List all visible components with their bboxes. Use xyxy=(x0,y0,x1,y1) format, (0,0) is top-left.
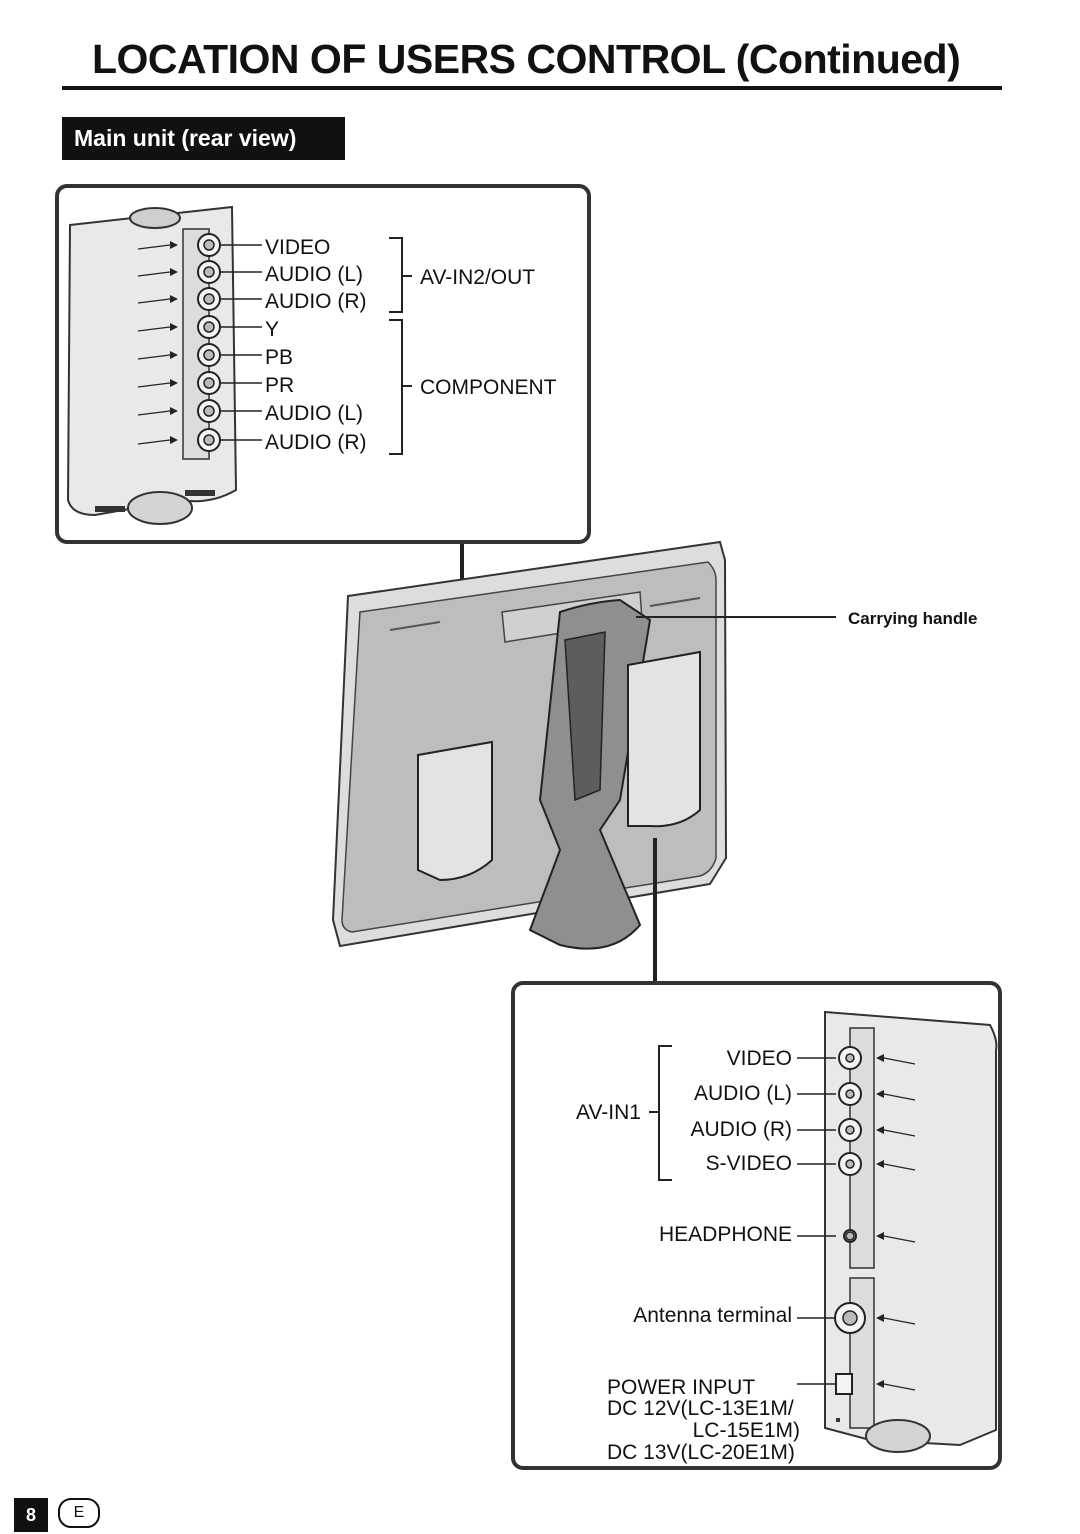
tv-rear-body xyxy=(331,540,728,950)
rca-jack-icon xyxy=(797,1046,916,1070)
bracket-av-in1 xyxy=(649,1045,672,1181)
section-heading: Main unit (rear view) xyxy=(62,117,345,160)
label-pr: PR xyxy=(265,374,295,397)
label-carrying-handle: Carrying handle xyxy=(848,609,978,628)
label-pb: PB xyxy=(265,346,294,369)
rca-jack-icon xyxy=(797,1118,916,1142)
label-power-lc15: LC-15E1M) xyxy=(692,1419,800,1442)
rca-jack-icon xyxy=(797,1082,916,1106)
page-number: 8 xyxy=(14,1498,48,1532)
label-video: VIDEO xyxy=(265,236,331,259)
rca-jack-icon xyxy=(137,343,262,367)
side-terminal-panel-bottom xyxy=(824,1010,998,1453)
label-antenna-terminal: Antenna terminal xyxy=(633,1304,792,1327)
rca-jack-icon xyxy=(137,315,262,339)
label-power-input: POWER INPUT xyxy=(607,1376,756,1399)
bracket-component xyxy=(389,319,412,455)
label-audio-l: AUDIO (L) xyxy=(265,263,364,286)
label-audio-r: AUDIO (R) xyxy=(265,290,367,313)
label-audio-l-2: AUDIO (L) xyxy=(265,402,364,425)
label-component: COMPONENT xyxy=(420,376,557,399)
label-audio-l-in1: AUDIO (L) xyxy=(693,1082,792,1105)
label-power-dc12: DC 12V(LC-13E1M/ xyxy=(607,1397,794,1420)
av-in1-panel-callout xyxy=(511,981,1002,1470)
label-power-dc13: DC 13V(LC-20E1M) xyxy=(607,1441,795,1464)
label-s-video: S-VIDEO xyxy=(705,1152,792,1175)
rca-jack-icon xyxy=(797,1302,916,1334)
page-title: LOCATION OF USERS CONTROL (Continued) xyxy=(92,36,961,82)
label-y: Y xyxy=(265,318,280,341)
label-audio-r-in1: AUDIO (R) xyxy=(690,1118,793,1141)
label-av-in1: AV-IN1 xyxy=(576,1101,641,1124)
rca-jack-icon xyxy=(137,371,262,395)
rca-jack-icon xyxy=(797,1229,916,1243)
label-audio-r-2: AUDIO (R) xyxy=(265,431,367,454)
label-av-in2-out: AV-IN2/OUT xyxy=(420,266,536,289)
language-badge: E xyxy=(58,1498,100,1528)
rca-jack-icon xyxy=(137,399,262,423)
label-headphone: HEADPHONE xyxy=(658,1223,792,1246)
title-underline xyxy=(62,86,1002,90)
rca-jack-icon xyxy=(137,287,262,311)
rca-jack-icon xyxy=(137,233,262,257)
rca-jack-icon xyxy=(137,428,262,452)
power-socket-icon xyxy=(797,1373,916,1395)
bracket-av-in2 xyxy=(389,237,412,313)
rca-jack-icon xyxy=(797,1152,916,1176)
rca-jack-icon xyxy=(137,260,262,284)
label-video-in1: VIDEO xyxy=(726,1047,792,1070)
